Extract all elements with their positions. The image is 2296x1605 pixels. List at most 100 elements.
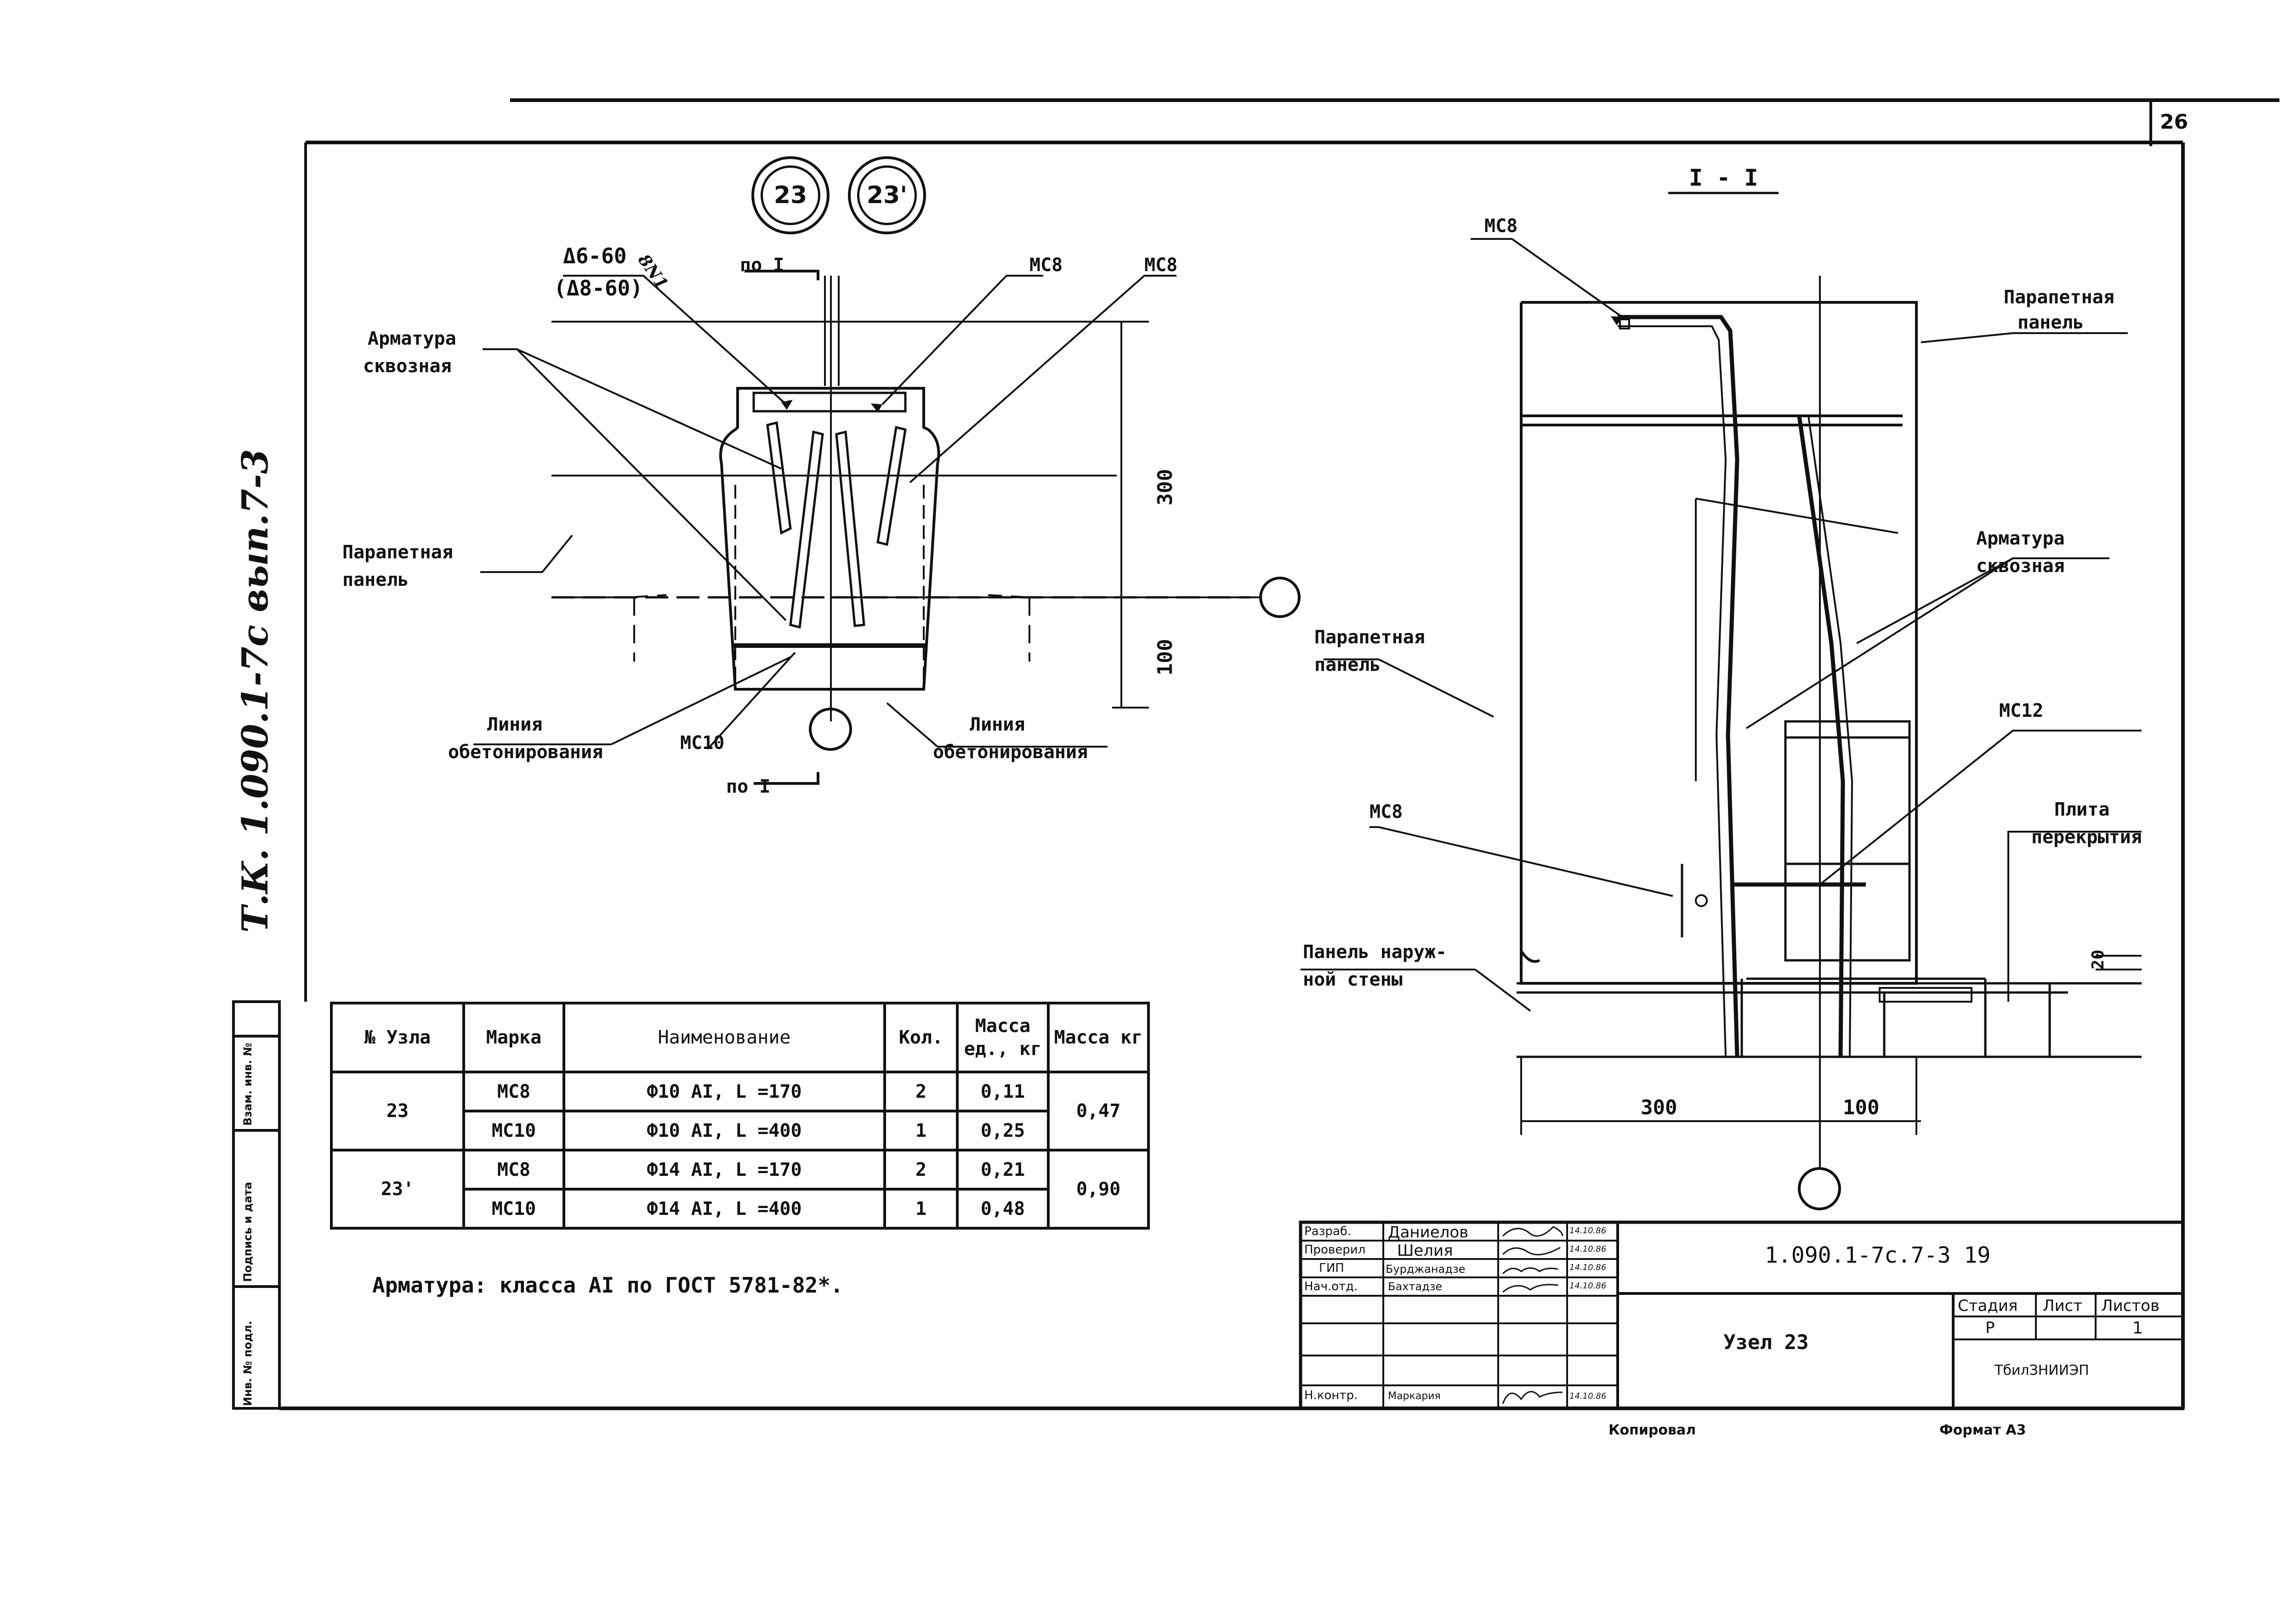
node-mark-23: 23 (751, 156, 830, 234)
table-row: МС10 Ф10 АI, L =400 1 0,25 (331, 1110, 1148, 1151)
tb-role-2: Проверил (1304, 1243, 1366, 1257)
label-parapet-mid-1: Парапетная (1314, 627, 1425, 648)
tb-date-5: 14.10.86 (1569, 1391, 1607, 1401)
tb-role-5: Н.контр. (1304, 1389, 1358, 1402)
section-dim-20: 20 (2089, 949, 2108, 970)
cut-label-top: по I (740, 255, 784, 276)
note-text: Арматура: класса АI по ГОСТ 5781-82*. (372, 1273, 843, 1298)
tb-name-5: Маркария (1388, 1390, 1441, 1402)
axis-marker-circle (1259, 577, 1301, 618)
label-armatura-2: сквозная (363, 356, 452, 377)
label-parapet-2: панель (342, 569, 409, 590)
cell-mark: МС8 (462, 1149, 565, 1191)
section-dim-100: 100 (1843, 1096, 1880, 1119)
label-parapet-1: Парапетная (342, 542, 453, 563)
label-line-right-2: обетонирования (933, 742, 1088, 763)
cell-mass: 0,48 (956, 1188, 1050, 1230)
cell-qty: 2 (883, 1149, 959, 1191)
cut-label-bottom: по I (726, 776, 771, 797)
node-mark-23-prime: 23' (848, 156, 926, 234)
axis-marker-circle (1798, 1167, 1841, 1210)
side-stamp: Т.К. 1.090.1-7с вып.7-3 (234, 449, 276, 933)
cell-qty: 1 (883, 1110, 959, 1151)
cell-qty: 1 (883, 1188, 959, 1230)
tb-date-4: 14.10.86 (1569, 1281, 1607, 1291)
cell-node: 23 (330, 1071, 465, 1151)
label-slab-1: Плита (2054, 799, 2110, 820)
tb-stage-value: Р (1985, 1319, 1995, 1337)
header-mass-total: Масса кг (1047, 1002, 1150, 1073)
weld-top: Δ6-60 (563, 244, 627, 268)
header-mark: Марка (462, 1002, 565, 1073)
header-qty: Кол. (883, 1002, 959, 1073)
specification-table: № Узла Марка Наименование Кол. Масса ед.… (330, 1002, 1150, 1230)
label-mc8-low: МС8 (1370, 801, 1403, 822)
label-armatura-1: Арматура (368, 328, 456, 349)
node-mark-23-label: 23 (761, 165, 820, 225)
label-slab-2: перекрытия (2031, 827, 2142, 848)
cell-name: Ф10 АI, L =400 (563, 1110, 886, 1151)
cell-mark: МС10 (462, 1110, 565, 1151)
cell-name: Ф10 АI, L =170 (563, 1071, 886, 1112)
tb-drawing-title: Узел 23 (1723, 1331, 1809, 1354)
cell-qty: 2 (883, 1071, 959, 1112)
label-outer-wall-2: ной стены (1303, 969, 1403, 990)
cell-node: 23' (330, 1149, 465, 1230)
header-mass-unit: Масса ед., кг (956, 1002, 1050, 1073)
tb-name-1: Даниелов (1388, 1223, 1469, 1242)
tb-sheets-label: Листов (2101, 1297, 2160, 1315)
side-box-label-1: Инв. № подл. (241, 1321, 254, 1406)
cell-total: 0,90 (1047, 1149, 1150, 1230)
label-parapet-mid-2: панель (1314, 654, 1381, 675)
tb-role-4: Нач.отд. (1304, 1280, 1358, 1293)
side-box-label-2: Подпись и дата (241, 1182, 254, 1282)
node-mark-23-prime-label: 23' (857, 165, 917, 225)
cell-mass: 0,21 (956, 1149, 1050, 1191)
section-title: I - I (1689, 164, 1758, 191)
tb-date-2: 14.10.86 (1569, 1244, 1607, 1254)
tb-role-3: ГИП (1319, 1261, 1344, 1275)
label-mc8-top: МС8 (1484, 216, 1518, 237)
table-row: МС10 Ф14 АI, L =400 1 0,48 (331, 1188, 1148, 1230)
cell-total: 0,47 (1047, 1071, 1150, 1151)
label-mc10: МС10 (680, 732, 725, 754)
cell-mass: 0,11 (956, 1071, 1050, 1112)
tb-sheets-value: 1 (2132, 1319, 2143, 1338)
tb-name-4: Бахтадзе (1388, 1280, 1443, 1293)
weld-bottom: (Δ8-60) (554, 276, 643, 301)
cell-mass: 0,25 (956, 1110, 1050, 1151)
plan-dim-300: 300 (1154, 469, 1177, 505)
tb-sheet-label: Лист (2043, 1297, 2083, 1315)
plan-dim-100: 100 (1154, 639, 1177, 675)
table-row: 23' МС8 Ф14 АI, L =170 2 0,21 0,90 (330, 1149, 1150, 1230)
label-line-left-1: Линия (487, 714, 543, 735)
header-name: Наименование (563, 1002, 886, 1073)
tb-date-3: 14.10.86 (1569, 1263, 1607, 1272)
label-parapet-top-1: Парапетная (2004, 287, 2114, 308)
label-armatura-sec-2: сквозная (1976, 556, 2065, 577)
section-dim-300: 300 (1641, 1096, 1677, 1119)
table-row: 23 МС8 Ф10 АI, L =170 2 0,11 0,47 (330, 1071, 1150, 1151)
format-label: Формат А3 (1939, 1422, 2026, 1438)
tb-role-1: Разраб. (1304, 1225, 1352, 1238)
tb-name-3: Бурджанадзе (1386, 1263, 1466, 1276)
label-outer-wall-1: Панель наруж- (1303, 941, 1447, 963)
label-mc8-b: МС8 (1144, 255, 1178, 276)
tb-date-1: 14.10.86 (1569, 1226, 1607, 1236)
sheet-number: 26 (2160, 110, 2188, 134)
axis-marker-circle (809, 708, 852, 751)
label-parapet-top-2: панель (2018, 312, 2084, 333)
tb-designation: 1.090.1-7с.7-3 19 (1765, 1242, 1991, 1268)
tb-name-2: Шелия (1397, 1242, 1453, 1260)
label-armatura-sec-1: Арматура (1976, 528, 2065, 549)
tb-stage-label: Стадия (1958, 1297, 2018, 1315)
label-line-right-1: Линия (970, 714, 1025, 735)
header-node: № Узла (330, 1002, 465, 1073)
label-mc8-a: МС8 (1029, 255, 1063, 276)
label-line-left-2: обетонирования (448, 742, 603, 763)
cell-name: Ф14 АI, L =400 (563, 1188, 886, 1230)
cell-mark: МС8 (462, 1071, 565, 1112)
copied-label: Копировал (1608, 1422, 1696, 1438)
side-box-label-3: Взам. инв. № (241, 1043, 254, 1126)
